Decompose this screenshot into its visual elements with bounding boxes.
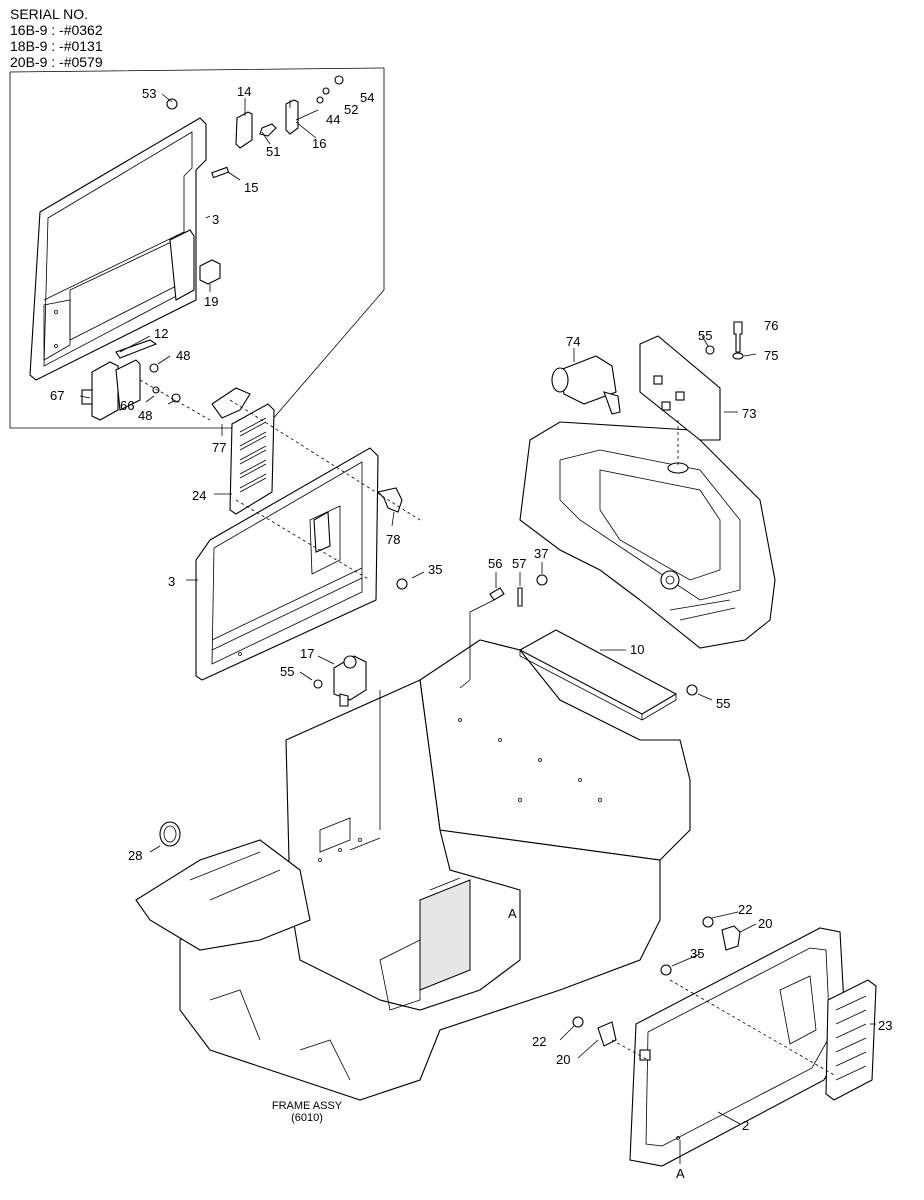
callout-12: 12 bbox=[154, 326, 168, 341]
louver-panel-upper bbox=[229, 403, 275, 515]
callout-35-upper: 35 bbox=[428, 562, 442, 577]
frame-assy-label: FRAME ASSY (6010) bbox=[252, 1100, 362, 1124]
hinge-plate-20-upper bbox=[721, 925, 741, 951]
serial-line-20b9: 20B-9 : -#0579 bbox=[10, 54, 103, 70]
hinge-plate-20-lower bbox=[597, 1021, 617, 1047]
bolt-76 bbox=[733, 321, 743, 353]
bolt-55-latch bbox=[313, 679, 323, 689]
serial-number-block: SERIAL NO. 16B-9 : -#0362 18B-9 : -#0131… bbox=[10, 6, 103, 70]
callout-76: 76 bbox=[764, 318, 778, 333]
frame-assy-title: FRAME ASSY bbox=[271, 1100, 343, 1112]
callout-67: 67 bbox=[50, 388, 64, 403]
bolt-22-lower bbox=[572, 1016, 584, 1028]
callout-74: 74 bbox=[566, 334, 580, 349]
callout-14: 14 bbox=[237, 84, 251, 99]
battery-cutoff-switch bbox=[551, 355, 621, 415]
callout-55-latch: 55 bbox=[280, 664, 294, 679]
callout-numbers: 53 14 44 52 54 51 16 15 3 19 12 48 67 66… bbox=[50, 84, 892, 1181]
bolt-35-upper bbox=[396, 578, 408, 590]
callout-66: 66 bbox=[120, 398, 134, 413]
callout-37: 37 bbox=[534, 546, 548, 561]
switch-bracket bbox=[639, 335, 721, 468]
callout-20-upper: 20 bbox=[758, 916, 772, 931]
leader-lines bbox=[79, 93, 876, 1164]
callout-54: 54 bbox=[360, 90, 374, 105]
callout-48-upper: 48 bbox=[176, 348, 190, 363]
callout-15: 15 bbox=[244, 180, 258, 195]
callout-23: 23 bbox=[878, 1018, 892, 1033]
callout-48-lower: 48 bbox=[138, 408, 152, 423]
door-latch bbox=[333, 655, 367, 707]
callout-78: 78 bbox=[386, 532, 400, 547]
callout-20-lower: 20 bbox=[556, 1052, 570, 1067]
bolt-55-right bbox=[686, 684, 698, 696]
callout-a-frame: A bbox=[508, 906, 517, 921]
inset-box bbox=[9, 67, 385, 429]
callout-77: 77 bbox=[212, 440, 226, 455]
counterweight bbox=[519, 421, 776, 649]
lower-hinge-assembly bbox=[81, 339, 181, 421]
serial-line-16b9: 16B-9 : -#0362 bbox=[10, 22, 103, 38]
bolt-55-top bbox=[705, 345, 715, 355]
bolt-22-upper bbox=[702, 916, 714, 928]
inset-door-panel bbox=[29, 117, 207, 381]
upper-hinge bbox=[166, 75, 344, 179]
callout-56: 56 bbox=[488, 556, 502, 571]
serial-line-18b9: 18B-9 : -#0131 bbox=[10, 38, 103, 54]
callout-73: 73 bbox=[742, 406, 756, 421]
callout-19: 19 bbox=[204, 294, 218, 309]
washer-75 bbox=[732, 352, 744, 360]
bolt-35-lower bbox=[660, 964, 672, 976]
pin-56 bbox=[489, 587, 505, 601]
clip-57 bbox=[517, 587, 523, 607]
callout-a-door: A bbox=[676, 1166, 685, 1181]
callout-10: 10 bbox=[630, 642, 644, 657]
callout-75: 75 bbox=[764, 348, 778, 363]
callout-55-right: 55 bbox=[716, 696, 730, 711]
callout-3-inset: 3 bbox=[212, 212, 219, 227]
latch-bracket bbox=[199, 259, 221, 285]
callout-51: 51 bbox=[266, 144, 280, 159]
callout-22-lower: 22 bbox=[532, 1034, 546, 1049]
cover-plate bbox=[518, 629, 678, 721]
callout-28: 28 bbox=[128, 848, 142, 863]
frame-assy-code: (6010) bbox=[291, 1112, 323, 1124]
callout-53: 53 bbox=[142, 86, 156, 101]
callout-3-door: 3 bbox=[168, 574, 175, 589]
callout-22-upper: 22 bbox=[738, 902, 752, 917]
main-frame bbox=[135, 639, 691, 1101]
bracket-77 bbox=[211, 387, 251, 419]
callout-52: 52 bbox=[344, 102, 358, 117]
left-side-door bbox=[195, 447, 379, 681]
callout-2: 2 bbox=[742, 1118, 749, 1133]
callout-57: 57 bbox=[512, 556, 526, 571]
callout-16: 16 bbox=[312, 136, 326, 151]
callout-55-top: 55 bbox=[698, 328, 712, 343]
louver-panel-lower bbox=[825, 979, 877, 1101]
bolt-37 bbox=[536, 574, 548, 586]
callout-24: 24 bbox=[192, 488, 206, 503]
serial-title: SERIAL NO. bbox=[10, 6, 89, 22]
bracket-78 bbox=[376, 487, 403, 513]
callout-17: 17 bbox=[300, 646, 314, 661]
callout-44: 44 bbox=[326, 112, 340, 127]
callout-35-lower: 35 bbox=[690, 946, 704, 961]
right-side-door bbox=[629, 927, 847, 1167]
